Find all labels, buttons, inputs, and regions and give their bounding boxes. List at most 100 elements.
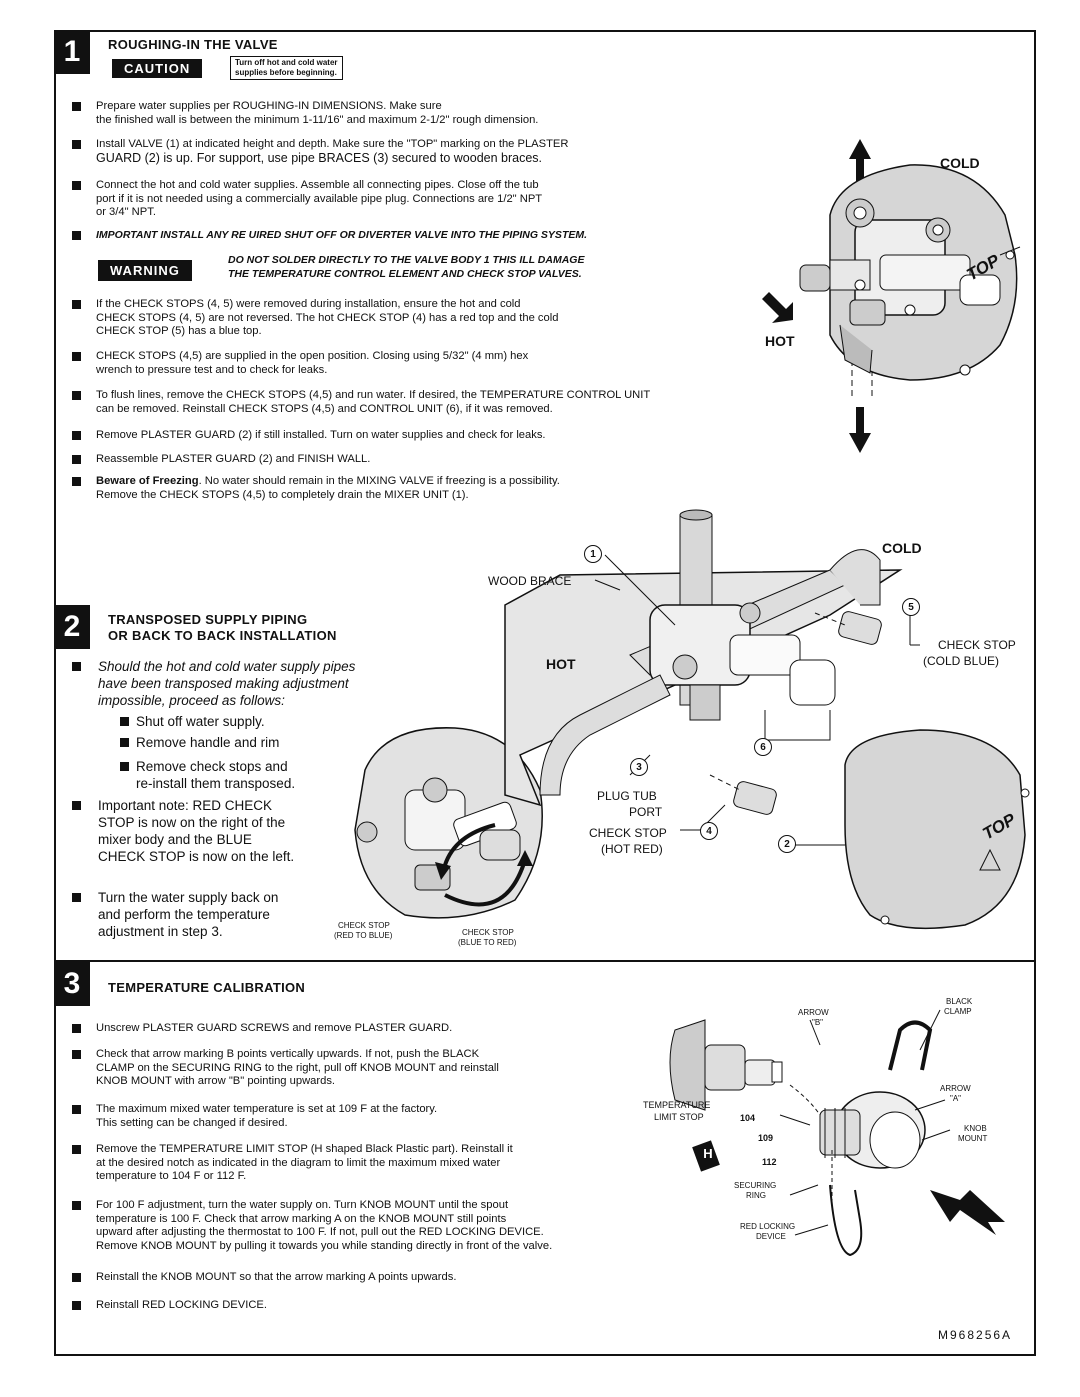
knob-mount-line-1: KNOB <box>964 1124 987 1133</box>
section-3-title: TEMPERATURE CALIBRATION <box>108 980 306 995</box>
note-line: Important note: RED CHECK <box>98 798 273 813</box>
section-2-number: 2 <box>54 605 90 649</box>
intro-line: Should the hot and cold water supply pip… <box>98 659 356 674</box>
bullet-marker <box>72 102 81 111</box>
bullet-3: Connect the hot and cold water supplies.… <box>72 179 732 223</box>
valve-rough-in-illustration <box>762 139 1021 453</box>
arrow-b-line-1: ARROW <box>798 1008 829 1017</box>
callout-5: 5 <box>902 598 920 616</box>
important-note: IMPORTANT INSTALL ANY RE UIRED SHUT OFF … <box>72 229 812 245</box>
bullet-marker <box>120 762 129 771</box>
arrow-a-line-2: "A" <box>950 1094 962 1103</box>
final-line: adjustment in step 3. <box>98 924 223 939</box>
section-3-number: 3 <box>54 962 90 1006</box>
section-1-number: 1 <box>54 30 90 74</box>
bullet-text: Reinstall RED LOCKING DEVICE. <box>96 1299 267 1311</box>
cs-blue-to-red-line-2: (BLUE TO RED) <box>458 938 517 947</box>
calib-bullet-2: Check that arrow marking B points vertic… <box>72 1048 652 1092</box>
bullet-marker <box>72 300 81 309</box>
bullet-text: Prepare water supplies per ROUGHING-IN D… <box>96 100 442 112</box>
bullet-marker <box>72 1273 81 1282</box>
freeze-text: . No water should remain in the MIXING V… <box>198 475 560 487</box>
bullet-text: Remove the TEMPERATURE LIMIT STOP (H sha… <box>96 1143 513 1155</box>
bullet-marker <box>72 662 81 671</box>
bullet-text: temperature is 100 F. Check that arrow m… <box>96 1212 507 1225</box>
bullet-text: This setting can be changed if desired. <box>96 1116 288 1129</box>
bullet-text: To flush lines, remove the CHECK STOPS (… <box>96 389 651 401</box>
bullet-text: GUARD (2) is up. For support, use pipe B… <box>96 150 543 165</box>
notch-104: 104 <box>740 1113 756 1123</box>
bullet-text: Connect the hot and cold water supplies.… <box>96 179 539 191</box>
bullet-marker <box>72 231 81 240</box>
note-line: STOP is now on the right of the <box>98 815 286 830</box>
securing-ring-line-2: RING <box>746 1191 766 1200</box>
bullet-text: Reassemble PLASTER GUARD (2) and FINISH … <box>96 453 371 465</box>
bullet-text: temperature to 104 F or 112 F. <box>96 1170 247 1182</box>
bullet-text: For 100 F adjustment, turn the water sup… <box>96 1199 509 1211</box>
cs-red-to-blue-line-2: (RED TO BLUE) <box>334 931 393 940</box>
bullet-text: can be removed. Reinstall CHECK STOPS (4… <box>96 402 553 415</box>
bullet-text: CLAMP on the SECURING RING to the right,… <box>96 1061 499 1074</box>
callout-6: 6 <box>754 738 772 756</box>
callout-2: 2 <box>778 835 796 853</box>
temperature-calibration-illustration <box>669 1009 1005 1257</box>
exploded-valve-diagram <box>504 509 1030 930</box>
bullet-text: the finished wall is between the minimum… <box>96 113 539 126</box>
plug-tub-port-line-2: PORT <box>629 805 663 819</box>
bullet-text: If the CHECK STOPS (4, 5) were removed d… <box>96 298 521 310</box>
bullet-marker <box>72 431 81 440</box>
bullet-text: Install VALVE (1) at indicated height an… <box>96 138 569 150</box>
bullet-text: Unscrew PLASTER GUARD SCREWS and remove … <box>96 1022 453 1034</box>
caution-text-line-1: Turn off hot and cold water <box>235 58 338 67</box>
caution-text: Turn off hot and cold water supplies bef… <box>230 56 343 80</box>
bullet-text: Check that arrow marking B points vertic… <box>96 1048 480 1060</box>
final-line: and perform the temperature <box>98 907 270 922</box>
warning-text: DO NOT SOLDER DIRECTLY TO THE VALVE BODY… <box>228 253 584 281</box>
step-transpose: Remove check stops and re-install them tr… <box>120 758 360 796</box>
section-1-title: ROUGHING-IN THE VALVE <box>108 37 278 52</box>
bullet-marker <box>72 1024 81 1033</box>
bullet-8: Reassemble PLASTER GUARD (2) and FINISH … <box>72 453 712 469</box>
bullet-marker <box>72 391 81 400</box>
bullet-text: upward after adjusting the thermostat to… <box>96 1226 544 1238</box>
calib-bullet-3: The maximum mixed water temperature is s… <box>72 1103 632 1133</box>
important-text: IMPORTANT INSTALL ANY RE UIRED SHUT OFF … <box>96 229 588 241</box>
bullet-text: CHECK STOPS (4,5) are supplied in the op… <box>96 350 529 362</box>
wood-brace-label: WOOD BRACE <box>488 574 572 588</box>
section-2-title-line-1: TRANSPOSED SUPPLY PIPING <box>108 612 308 627</box>
check-stop-hot-line-1: CHECK STOP <box>589 826 667 840</box>
callout-1: 1 <box>584 545 602 563</box>
bullet-text: Reinstall the KNOB MOUNT so that the arr… <box>96 1271 457 1283</box>
calib-bullet-5: For 100 F adjustment, turn the water sup… <box>72 1199 712 1257</box>
step-text: re-install them transposed. <box>136 776 296 791</box>
arrow-a-line-1: ARROW <box>940 1084 971 1093</box>
bullet-marker <box>72 1301 81 1310</box>
step-text: Remove check stops and <box>136 759 288 774</box>
callout-4: 4 <box>700 822 718 840</box>
step-shutoff: Shut off water supply. <box>120 713 360 733</box>
transposed-intro: Should the hot and cold water supply pip… <box>72 658 412 714</box>
note-line: mixer body and the BLUE <box>98 832 252 847</box>
red-locking-device-line-2: DEVICE <box>756 1232 786 1241</box>
page-frame <box>54 30 1036 1356</box>
bullet-text: port if it is not needed using a commerc… <box>96 192 543 205</box>
bullet-marker <box>72 1105 81 1114</box>
cold-label: COLD <box>940 155 980 171</box>
bullet-marker <box>120 717 129 726</box>
important-note-red: Important note: RED CHECK STOP is now on … <box>72 797 352 869</box>
black-clamp-line-1: BLACK <box>946 997 973 1006</box>
turn-water-back: Turn the water supply back on and perform… <box>72 889 332 945</box>
bullet-4: If the CHECK STOPS (4, 5) were removed d… <box>72 298 712 342</box>
section-divider <box>54 960 1034 962</box>
final-line: Turn the water supply back on <box>98 890 279 905</box>
bullet-text: wrench to pressure test and to check for… <box>96 363 328 376</box>
notch-109: 109 <box>758 1133 774 1143</box>
caution-text-line-2: supplies before beginning. <box>235 68 337 77</box>
bullet-text: The maximum mixed water temperature is s… <box>96 1103 438 1115</box>
arrow-b-line-2: "B" <box>812 1018 824 1027</box>
bullet-marker <box>72 181 81 190</box>
caution-label: CAUTION <box>112 59 203 78</box>
black-clamp-line-2: CLAMP <box>944 1007 972 1016</box>
bullet-text: at the desired notch as indicated in the… <box>96 1156 501 1169</box>
section-2-title-line-2: OR BACK TO BACK INSTALLATION <box>108 628 337 643</box>
